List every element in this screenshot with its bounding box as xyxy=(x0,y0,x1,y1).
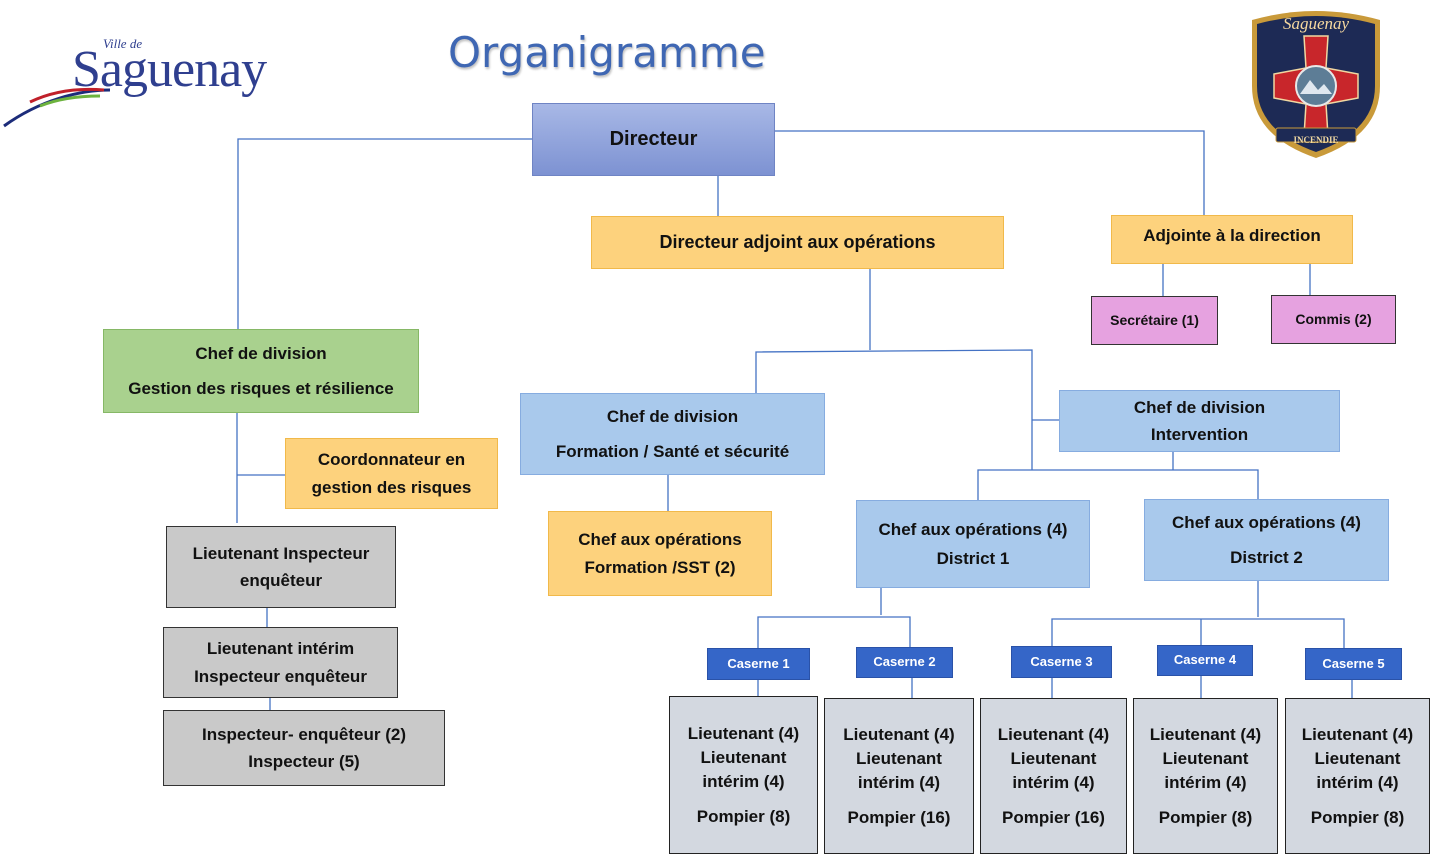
badge-shield-icon xyxy=(1252,11,1380,158)
badge-bottom-text: INCENDIE xyxy=(1293,135,1339,145)
caserne-1-pompier: Pompier (8) xyxy=(696,807,791,827)
caserne-1-lieutenant: Lieutenant (4) xyxy=(687,723,800,743)
intervention-division-line2: Intervention xyxy=(1150,425,1249,444)
caserne-4-box: Caserne 4 xyxy=(1157,645,1253,676)
intervention-division-line1: Chef de division xyxy=(1133,397,1266,417)
fire-department-badge: Saguenay INCENDIE xyxy=(1244,6,1388,160)
caserne-2-interim-line2: intérim (4) xyxy=(857,773,941,792)
inspecteurs-box: Inspecteur- enquêteur (2) Inspecteur (5) xyxy=(163,710,445,786)
district2-line2: District 2 xyxy=(1230,548,1303,567)
directeur-box: Directeur xyxy=(532,103,775,176)
adjointe-direction-label: Adjointe à la direction xyxy=(1143,226,1321,245)
directeur-adjoint-box: Directeur adjoint aux opérations xyxy=(591,216,1004,269)
gestion-risques-line1: Chef de division xyxy=(195,343,327,363)
district1-box: Chef aux opérations (4) District 1 xyxy=(856,500,1090,588)
caserne-3-staff-box: Lieutenant (4) Lieutenant intérim (4) Po… xyxy=(980,698,1127,854)
caserne-5-interim-line2: intérim (4) xyxy=(1316,773,1399,792)
caserne-3-interim-line1: Lieutenant xyxy=(1010,748,1097,768)
chef-ops-formation-line1: Chef aux opérations xyxy=(578,530,742,550)
lieutenant-inspecteur-line1: Lieutenant Inspecteur xyxy=(192,543,370,563)
secretaire-box: Secrétaire (1) xyxy=(1091,296,1218,345)
caserne-3-lieutenant: Lieutenant (4) xyxy=(997,724,1110,744)
caserne-5-box: Caserne 5 xyxy=(1305,648,1402,680)
chef-ops-formation-box: Chef aux opérations Formation /SST (2) xyxy=(548,511,772,596)
secretaire-label: Secrétaire (1) xyxy=(1110,311,1199,328)
caserne-4-interim-line2: intérim (4) xyxy=(1164,773,1247,792)
gestion-risques-line2: Gestion des risques et résilience xyxy=(128,379,394,398)
badge-top-text: Saguenay xyxy=(1282,14,1350,33)
coordonnateur-line2: gestion des risques xyxy=(311,477,472,497)
caserne-2-lieutenant: Lieutenant (4) xyxy=(843,724,955,744)
logo-saguenay-text: Saguenay xyxy=(72,41,267,98)
page-title: Organigramme xyxy=(448,28,766,77)
caserne-4-label: Caserne 4 xyxy=(1173,652,1237,668)
logo-swoosh-icon xyxy=(3,87,111,128)
caserne-2-interim-line1: Lieutenant xyxy=(856,748,942,768)
caserne-2-label: Caserne 2 xyxy=(873,654,936,670)
directeur-label: Directeur xyxy=(609,128,698,150)
commis-label: Commis (2) xyxy=(1295,310,1372,327)
caserne-4-interim-line1: Lieutenant xyxy=(1162,748,1249,768)
caserne-2-box: Caserne 2 xyxy=(856,647,953,678)
lieutenant-inspecteur-line2: enquêteur xyxy=(239,571,323,590)
coordonnateur-line1: Coordonnateur en xyxy=(317,450,466,470)
lieutenant-interim-line2: Inspecteur enquêteur xyxy=(194,666,367,686)
district1-line2: District 1 xyxy=(936,549,1010,568)
caserne-5-interim-line1: Lieutenant xyxy=(1314,748,1401,768)
formation-division-line2: Formation / Santé et sécurité xyxy=(555,442,790,461)
chef-ops-formation-line2: Formation /SST (2) xyxy=(584,557,736,577)
formation-division-box: Chef de division Formation / Santé et sé… xyxy=(520,393,825,475)
coordonnateur-box: Coordonnateur en gestion des risques xyxy=(285,438,498,509)
district1-line1: Chef aux opérations (4) xyxy=(878,519,1068,539)
caserne-5-pompier: Pompier (8) xyxy=(1310,808,1405,828)
district2-line1: Chef aux opérations (4) xyxy=(1172,512,1361,532)
caserne-1-interim-line1: Lieutenant xyxy=(700,747,787,767)
lieutenant-inspecteur-box: Lieutenant Inspecteur enquêteur xyxy=(166,526,396,608)
caserne-3-box: Caserne 3 xyxy=(1011,646,1112,678)
caserne-4-pompier: Pompier (8) xyxy=(1158,808,1253,828)
caserne-3-interim-line2: intérim (4) xyxy=(1012,773,1095,792)
logo-ville-text: Ville de xyxy=(103,36,143,51)
caserne-2-staff-box: Lieutenant (4) Lieutenant intérim (4) Po… xyxy=(824,698,974,854)
caserne-1-box: Caserne 1 xyxy=(707,648,810,680)
caserne-1-interim-line2: intérim (4) xyxy=(702,772,785,791)
caserne-1-label: Caserne 1 xyxy=(727,655,790,671)
caserne-4-staff-box: Lieutenant (4) Lieutenant intérim (4) Po… xyxy=(1133,698,1278,854)
adjointe-direction-box: Adjointe à la direction xyxy=(1111,215,1353,264)
caserne-5-lieutenant: Lieutenant (4) xyxy=(1301,724,1414,744)
formation-division-line1: Chef de division xyxy=(606,406,739,426)
inspecteurs-line2: Inspecteur (5) xyxy=(248,752,360,771)
caserne-3-label: Caserne 3 xyxy=(1030,653,1093,669)
district2-box: Chef aux opérations (4) District 2 xyxy=(1144,499,1389,581)
gestion-risques-box: Chef de division Gestion des risques et … xyxy=(103,329,419,413)
caserne-3-pompier: Pompier (16) xyxy=(1002,808,1105,828)
caserne-2-pompier: Pompier (16) xyxy=(847,808,951,828)
caserne-1-staff-box: Lieutenant (4) Lieutenant intérim (4) Po… xyxy=(669,696,818,854)
lieutenant-interim-line1: Lieutenant intérim xyxy=(206,639,355,659)
commis-box: Commis (2) xyxy=(1271,295,1396,344)
caserne-5-label: Caserne 5 xyxy=(1322,655,1385,671)
intervention-division-box: Chef de division Intervention xyxy=(1059,390,1340,452)
inspecteurs-line1: Inspecteur- enquêteur (2) xyxy=(201,724,407,744)
lieutenant-interim-box: Lieutenant intérim Inspecteur enquêteur xyxy=(163,627,398,698)
ville-de-saguenay-logo: Ville de Saguenay xyxy=(0,28,290,128)
caserne-4-lieutenant: Lieutenant (4) xyxy=(1149,724,1262,744)
caserne-5-staff-box: Lieutenant (4) Lieutenant intérim (4) Po… xyxy=(1285,698,1430,854)
directeur-adjoint-label: Directeur adjoint aux opérations xyxy=(659,232,936,253)
